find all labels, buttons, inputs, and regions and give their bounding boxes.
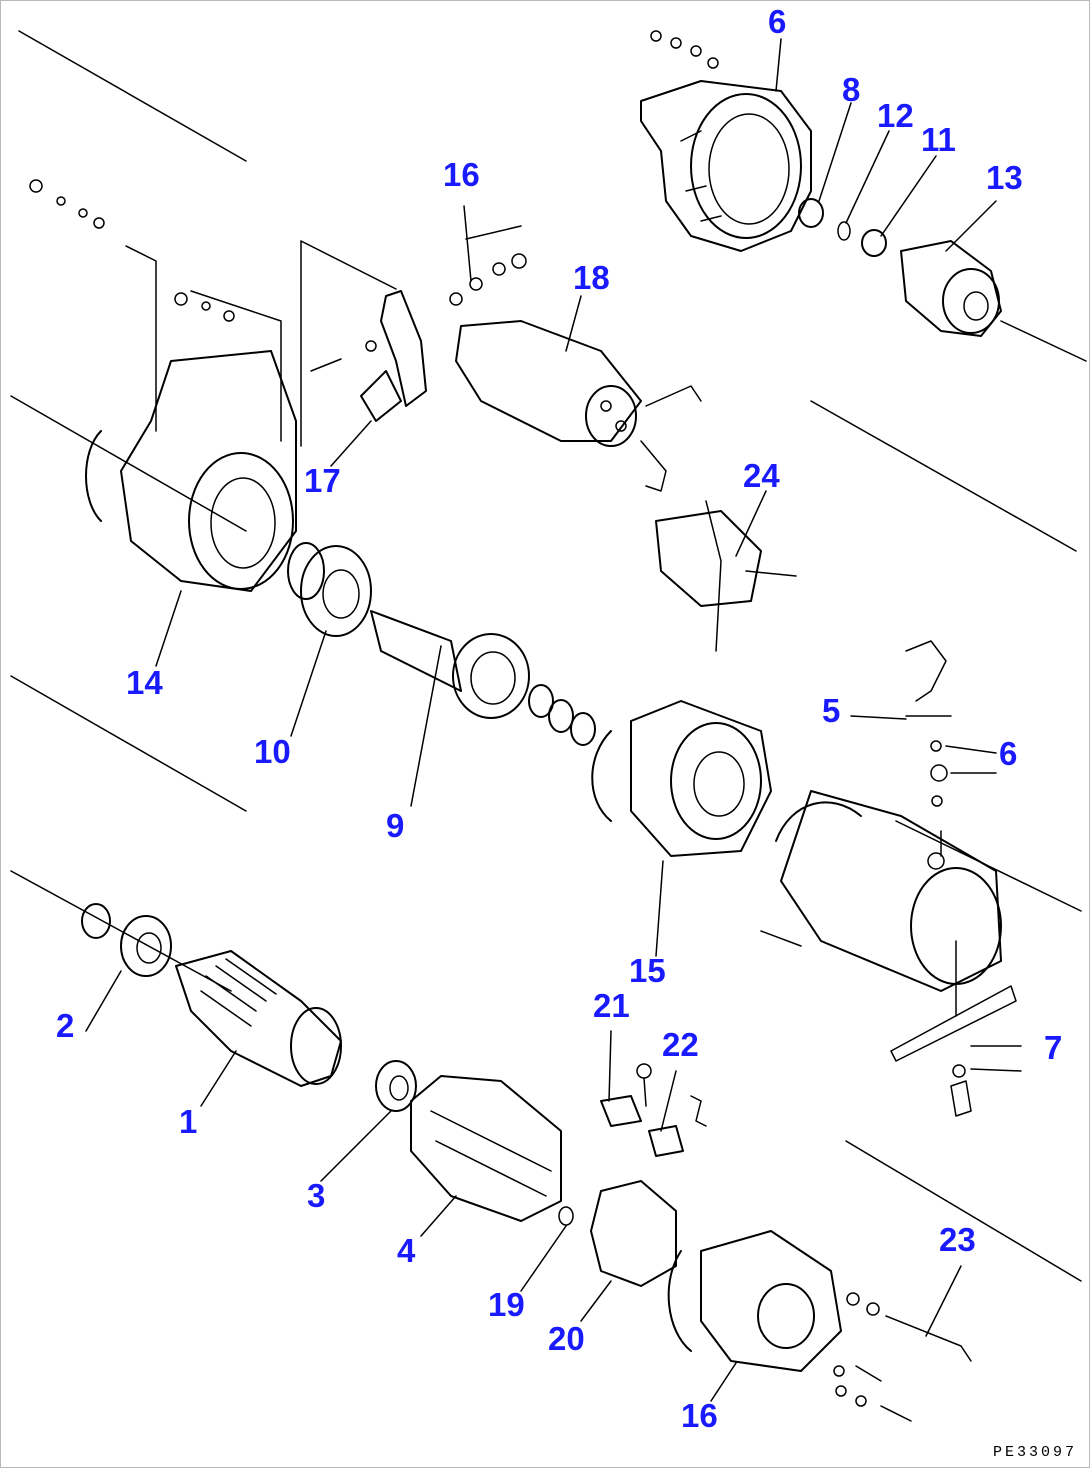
part-9-shaft-gear	[370, 610, 596, 746]
callout-21: 21	[593, 987, 630, 1024]
callout-5: 5	[822, 692, 841, 729]
callout-13: 13	[986, 159, 1023, 196]
part-10-bearing	[287, 542, 372, 637]
part-17-solenoid	[449, 292, 702, 492]
part-18-rear-cover	[667, 1230, 972, 1422]
yoke-assembly	[760, 640, 1017, 1117]
part-14-front-housing	[29, 179, 297, 592]
part-2-bearing	[81, 903, 172, 977]
parts-19-20-brush-plate	[558, 1180, 677, 1287]
callout-17: 18	[573, 259, 610, 296]
callout-16-top: 16	[443, 156, 480, 193]
callout-22: 22	[662, 1026, 699, 1063]
callout-19: 19	[488, 1286, 525, 1323]
part-24-relay	[655, 500, 797, 652]
callout-leader-lines	[85, 38, 1022, 1402]
callout-10: 10	[254, 733, 291, 770]
callout-15: 15	[629, 952, 666, 989]
callout-2: 2	[56, 1007, 75, 1044]
callout-3: 3	[307, 1177, 326, 1214]
parts-8-11-12-rings	[798, 198, 887, 257]
drawing-code: PE33097	[992, 1444, 1077, 1461]
part-1-armature	[175, 950, 342, 1087]
part-15-yoke-end	[591, 700, 772, 857]
part-7-drive-housing	[640, 30, 812, 252]
callout-6-upper: 6	[999, 735, 1018, 772]
callout-1: 1	[179, 1103, 198, 1140]
callout-4: 4	[397, 1232, 416, 1269]
part-4-brush-holder	[410, 1075, 562, 1222]
part-13-pinion-clutch	[900, 240, 1002, 337]
parts-21-22-brush-springs	[600, 1063, 707, 1157]
callout-9: 9	[386, 807, 405, 844]
callout-7: 6	[768, 3, 787, 40]
part-16-lever-bracket	[300, 225, 527, 447]
callout-8: 8	[842, 71, 861, 108]
part-3-bearing	[375, 1060, 417, 1112]
callout-12: 12	[877, 97, 914, 134]
callout-20: 20	[548, 1320, 585, 1357]
callout-23: 23	[939, 1221, 976, 1258]
callout-24: 24	[743, 457, 780, 494]
callout-6-lower: 7	[1044, 1029, 1063, 1066]
callout-14: 14	[126, 664, 163, 701]
callout-11: 11	[921, 121, 956, 158]
callout-18: 16	[681, 1397, 718, 1434]
section-divider-lines	[10, 30, 1087, 1282]
callout-16-mid: 17	[304, 462, 341, 499]
